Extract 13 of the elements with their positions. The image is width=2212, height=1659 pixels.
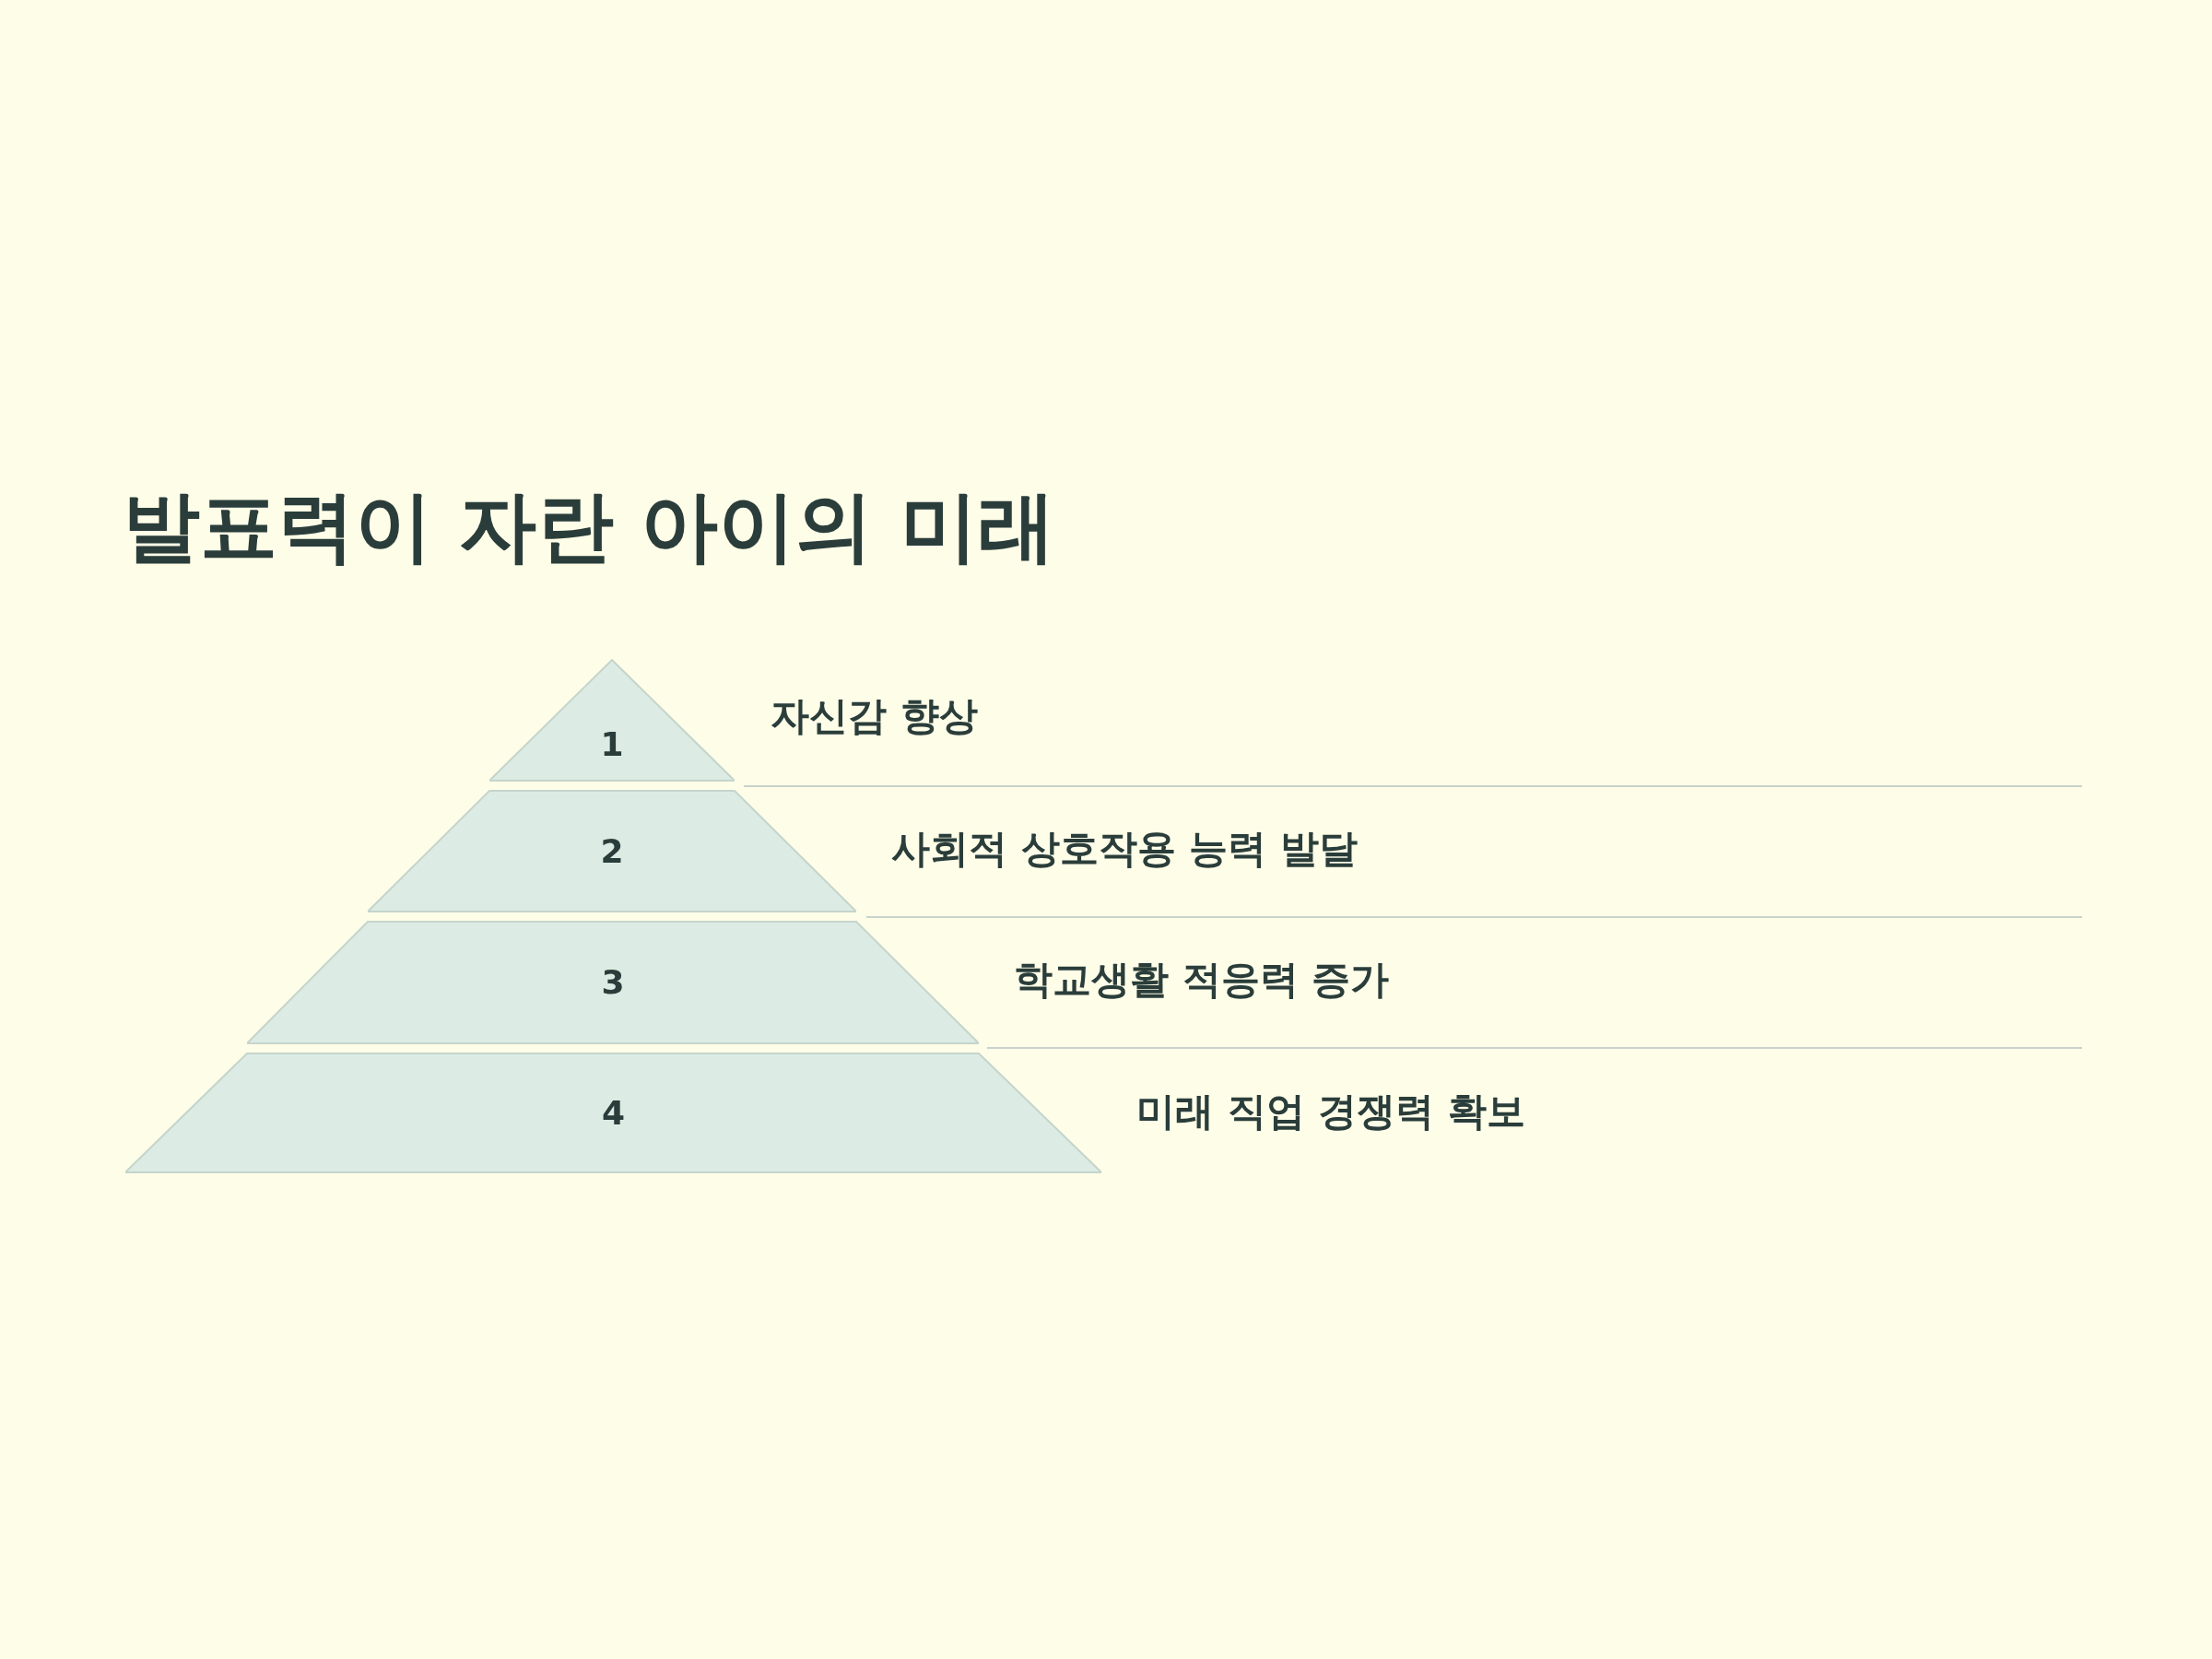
title: 발표력이 자란 아이의 미래 <box>123 480 1055 573</box>
level-description: 학교생활 적응력 증가 <box>1014 956 1390 1004</box>
pyramid-level <box>489 659 735 782</box>
level-description: 미래 직업 경쟁력 확보 <box>1136 1088 1525 1135</box>
level-description: 자신감 향상 <box>771 692 978 740</box>
level-number: 3 <box>600 963 626 1001</box>
pyramid-level <box>247 921 979 1044</box>
level-number: 1 <box>599 726 625 764</box>
level-number: 4 <box>600 1094 627 1132</box>
pyramid-level <box>125 1053 1101 1173</box>
level-number: 2 <box>599 832 625 870</box>
pyramid-level <box>368 790 856 912</box>
level-description: 사회적 상호작용 능력 발달 <box>891 825 1358 873</box>
